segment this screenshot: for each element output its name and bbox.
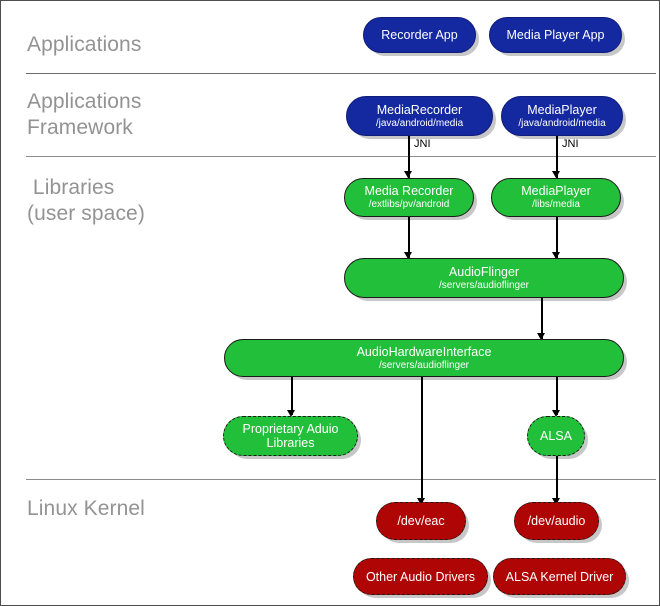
connector-mediaplayer-jni — [556, 136, 558, 178]
connector-audiohardwareinterface-to-proprietary — [291, 377, 293, 415]
node-alsa[interactable]: ALSA — [527, 416, 585, 456]
arrow-mediaplayer-to-audioflinger — [552, 252, 561, 259]
node-other-audio-drivers-title: Other Audio Drivers — [365, 569, 476, 584]
node-mediaplayer-library[interactable]: MediaPlayer /libs/media — [491, 178, 621, 217]
node-alsa-title: ALSA — [540, 429, 572, 443]
node-mediarecorder-framework-subtitle: /java/android/media — [375, 117, 464, 129]
layer-label-linux-kernel: Linux Kernel — [27, 497, 145, 520]
node-proprietary-audio-libraries-subtitle: Libraries — [266, 436, 315, 450]
node-media-recorder-library[interactable]: Media Recorder /extlibs/pv/android — [344, 178, 474, 217]
node-proprietary-audio-libraries[interactable]: Proprietary Aduio Libraries — [223, 416, 358, 456]
layer-label-libraries: Libraries (user space) — [27, 176, 145, 225]
node-alsa-kernel-driver-title: ALSA Kernel Driver — [505, 569, 614, 584]
divider-applications — [26, 73, 656, 74]
connector-audioflinger-to-audiohardwareinterface — [541, 298, 543, 340]
node-audioflinger-subtitle: /servers/audioflinger — [438, 279, 530, 291]
node-dev-eac[interactable]: /dev/eac — [376, 502, 466, 540]
node-mediaplayer-library-subtitle: /libs/media — [532, 199, 580, 210]
divider-framework — [26, 156, 656, 157]
arrow-media-recorder-to-audioflinger — [404, 252, 413, 259]
node-audioflinger[interactable]: AudioFlinger /servers/audioflinger — [344, 258, 624, 298]
node-alsa-kernel-driver[interactable]: ALSA Kernel Driver — [493, 558, 626, 595]
arrow-audiohardwareinterface-to-proprietary — [287, 410, 296, 417]
layer-label-applications: Applications — [27, 33, 142, 56]
node-mediaplayer-framework-title: MediaPlayer — [527, 102, 597, 117]
layer-label-applications-framework: Applications Framework — [27, 90, 142, 139]
arrow-audiohardwareinterface-to-alsa — [552, 410, 561, 417]
node-proprietary-audio-libraries-title: Proprietary Aduio — [242, 422, 339, 436]
arrow-mediarecorder-jni — [404, 171, 413, 178]
connector-alsa-to-dev-audio — [556, 456, 558, 504]
node-audiohardwareinterface-subtitle: /servers/audioflinger — [378, 359, 470, 371]
node-media-recorder-library-title: Media Recorder — [364, 184, 454, 198]
divider-libraries — [26, 479, 656, 480]
node-mediaplayer-framework-subtitle: /java/android/media — [518, 117, 606, 129]
node-dev-audio-title: /dev/audio — [527, 514, 586, 528]
node-recorder-app-title: Recorder App — [381, 28, 458, 42]
node-audiohardwareinterface-title: AudioHardwareInterface — [356, 344, 492, 359]
connector-audiohardwareinterface-to-dev-eac — [421, 377, 423, 504]
arrow-mediaplayer-jni — [552, 171, 561, 178]
node-dev-audio[interactable]: /dev/audio — [514, 502, 599, 540]
node-mediarecorder-framework[interactable]: MediaRecorder /java/android/media — [346, 96, 493, 136]
connector-label-jni-right: JNI — [562, 138, 579, 150]
node-other-audio-drivers[interactable]: Other Audio Drivers — [353, 558, 488, 595]
node-media-recorder-library-subtitle: /extlibs/pv/android — [368, 199, 450, 210]
node-mediarecorder-framework-title: MediaRecorder — [376, 102, 463, 117]
node-audiohardwareinterface[interactable]: AudioHardwareInterface /servers/audiofli… — [224, 339, 624, 377]
connector-mediarecorder-jni — [408, 136, 410, 178]
connector-audiohardwareinterface-to-alsa — [556, 377, 558, 415]
node-recorder-app[interactable]: Recorder App — [363, 17, 476, 53]
connector-media-recorder-to-audioflinger — [408, 217, 410, 259]
arrow-audioflinger-to-audiohardwareinterface — [537, 333, 546, 340]
node-media-player-app-title: Media Player App — [506, 28, 605, 42]
node-audioflinger-title: AudioFlinger — [448, 264, 520, 279]
connector-label-jni-left: JNI — [414, 138, 431, 150]
node-mediaplayer-library-title: MediaPlayer — [521, 184, 591, 198]
node-media-player-app[interactable]: Media Player App — [489, 17, 622, 53]
node-dev-eac-title: /dev/eac — [397, 514, 445, 528]
connector-mediaplayer-to-audioflinger — [556, 217, 558, 259]
node-mediaplayer-framework[interactable]: MediaPlayer /java/android/media — [501, 96, 623, 136]
